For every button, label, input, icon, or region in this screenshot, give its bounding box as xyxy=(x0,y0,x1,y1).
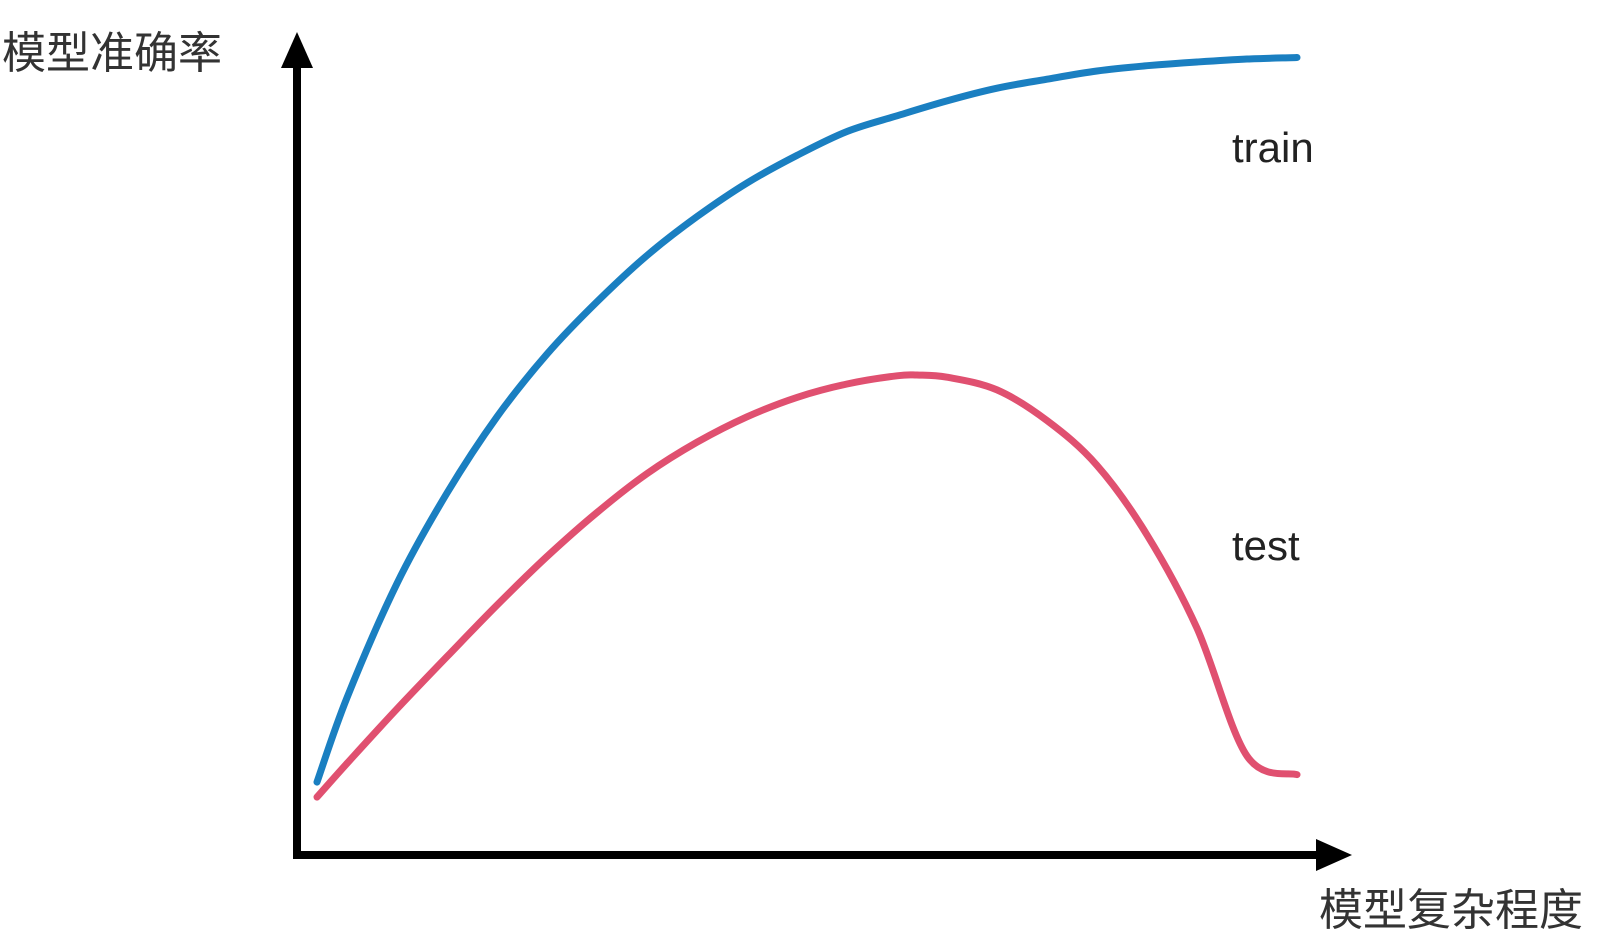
series-label-test: test xyxy=(1232,522,1300,569)
series-layer xyxy=(313,54,1301,801)
series-line-train xyxy=(313,54,1301,786)
series-line-test xyxy=(313,371,1301,801)
x-axis-title: 模型复杂程度 xyxy=(1319,885,1583,936)
axis-layer xyxy=(281,32,1352,871)
y-axis-title: 模型准确率 xyxy=(2,28,222,79)
x-axis-arrow xyxy=(1316,839,1352,871)
y-axis-arrow xyxy=(281,32,313,68)
series-label-train: train xyxy=(1232,124,1314,171)
